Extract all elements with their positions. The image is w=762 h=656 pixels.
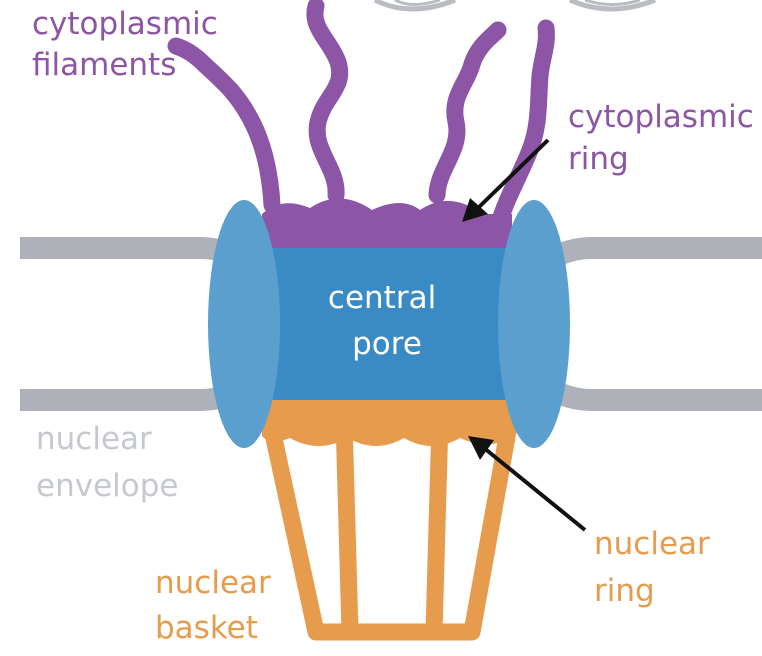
basket-frame — [261, 418, 519, 641]
nuclear-basket — [261, 418, 519, 641]
label-cytoplasmic-ring: cytoplasmic ring — [568, 99, 762, 177]
label-central-pore: central pore — [328, 280, 446, 362]
filament-1 — [167, 37, 281, 214]
filament-3 — [428, 21, 507, 204]
cytoplasmic-ring — [262, 198, 512, 248]
label-nuclear-ring: nuclear ring — [594, 526, 720, 609]
left-spoke-ring — [208, 200, 280, 448]
filament-4 — [488, 19, 555, 239]
right-spoke-ring — [498, 200, 570, 448]
top-cropped-shapes — [373, 0, 656, 12]
arrow-nuclear-ring — [482, 446, 587, 532]
pointer-arrows — [462, 138, 587, 532]
arrow-cytoplasmic-ring-head — [462, 198, 488, 222]
nuclear-ring — [262, 400, 512, 446]
basket-strut-right — [425, 419, 449, 633]
basket-strut-left — [335, 419, 359, 633]
label-nuclear-basket: nuclear basket — [155, 565, 281, 646]
central-pore — [262, 248, 512, 400]
arrow-cytoplasmic-ring — [476, 138, 550, 210]
label-nuclear-envelope: nuclear envelope — [36, 421, 178, 504]
label-cytoplasmic-filaments: cytoplasmic filaments — [32, 6, 228, 83]
cytoplasmic-filaments — [167, 0, 555, 239]
arrow-nuclear-ring-head — [468, 436, 494, 460]
filament-2 — [306, 0, 349, 204]
